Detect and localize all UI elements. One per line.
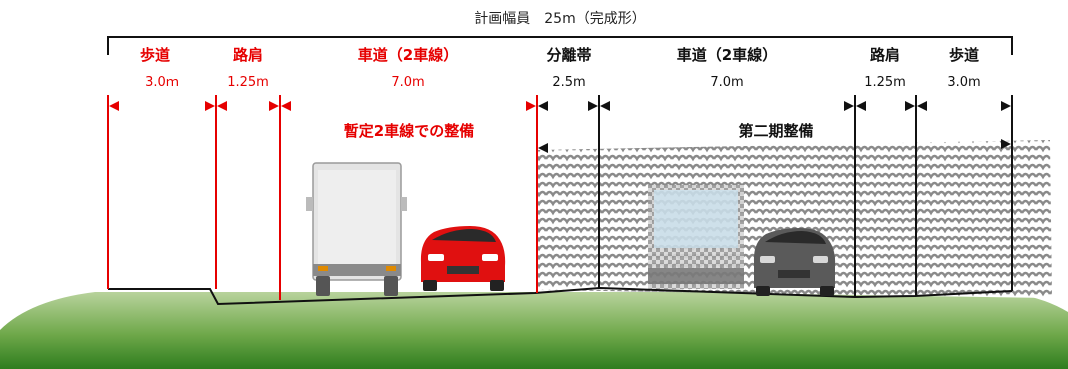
second-phase-arrowhead [1001, 139, 1011, 149]
width-label-shoulder-left: 1.25m [227, 75, 269, 90]
red-car-illustration [420, 226, 506, 291]
dimension-arrowhead [1001, 101, 1011, 111]
section-label-sidewalk-right: 歩道 [948, 46, 980, 64]
truck-illustration [306, 162, 407, 296]
ground-embankment [0, 292, 1068, 369]
section-label-shoulder-right: 路肩 [869, 46, 901, 64]
section-label-carriageway-interim: 車道（2車線） [357, 46, 459, 64]
dimension-arrowhead [856, 101, 866, 111]
faded-truck-illustration [648, 185, 744, 289]
second-phase-note: 第二期整備 [738, 122, 814, 140]
width-label-carriageway-second: 7.0m [710, 75, 744, 90]
dimension-arrowhead [109, 101, 119, 111]
dimension-arrowhead [205, 101, 215, 111]
width-label-shoulder-right: 1.25m [864, 75, 906, 90]
road-surface-line [108, 286, 1013, 306]
dimension-arrowhead [844, 101, 854, 111]
width-label-median: 2.5m [552, 75, 586, 90]
section-label-sidewalk-left: 歩道 [139, 46, 171, 64]
dimension-arrowhead [538, 101, 548, 111]
overall-width-bracket [107, 36, 1013, 55]
width-label-carriageway-interim: 7.0m [391, 75, 425, 90]
dimension-arrowhead [281, 101, 291, 111]
dimension-arrowhead [905, 101, 915, 111]
diagram-title: 計画幅員 25m（完成形） [474, 11, 646, 27]
interim-phase-note: 暫定2車線での整備 [343, 122, 475, 140]
section-label-carriageway-second: 車道（2車線） [676, 46, 778, 64]
section-label-shoulder-left: 路肩 [232, 46, 264, 64]
second-phase-arrowhead [538, 143, 548, 153]
width-label-sidewalk-left: 3.0ｍ [145, 75, 179, 90]
dimension-arrowhead [269, 101, 279, 111]
width-label-sidewalk-right: 3.0m [947, 75, 981, 90]
dimension-arrowhead [588, 101, 598, 111]
section-label-median: 分離帯 [546, 46, 592, 64]
dimension-arrowhead [917, 101, 927, 111]
dimension-arrowhead [526, 101, 536, 111]
dimension-arrowhead [217, 101, 227, 111]
grey-car-illustration [753, 228, 836, 296]
dimension-arrowhead [600, 101, 610, 111]
